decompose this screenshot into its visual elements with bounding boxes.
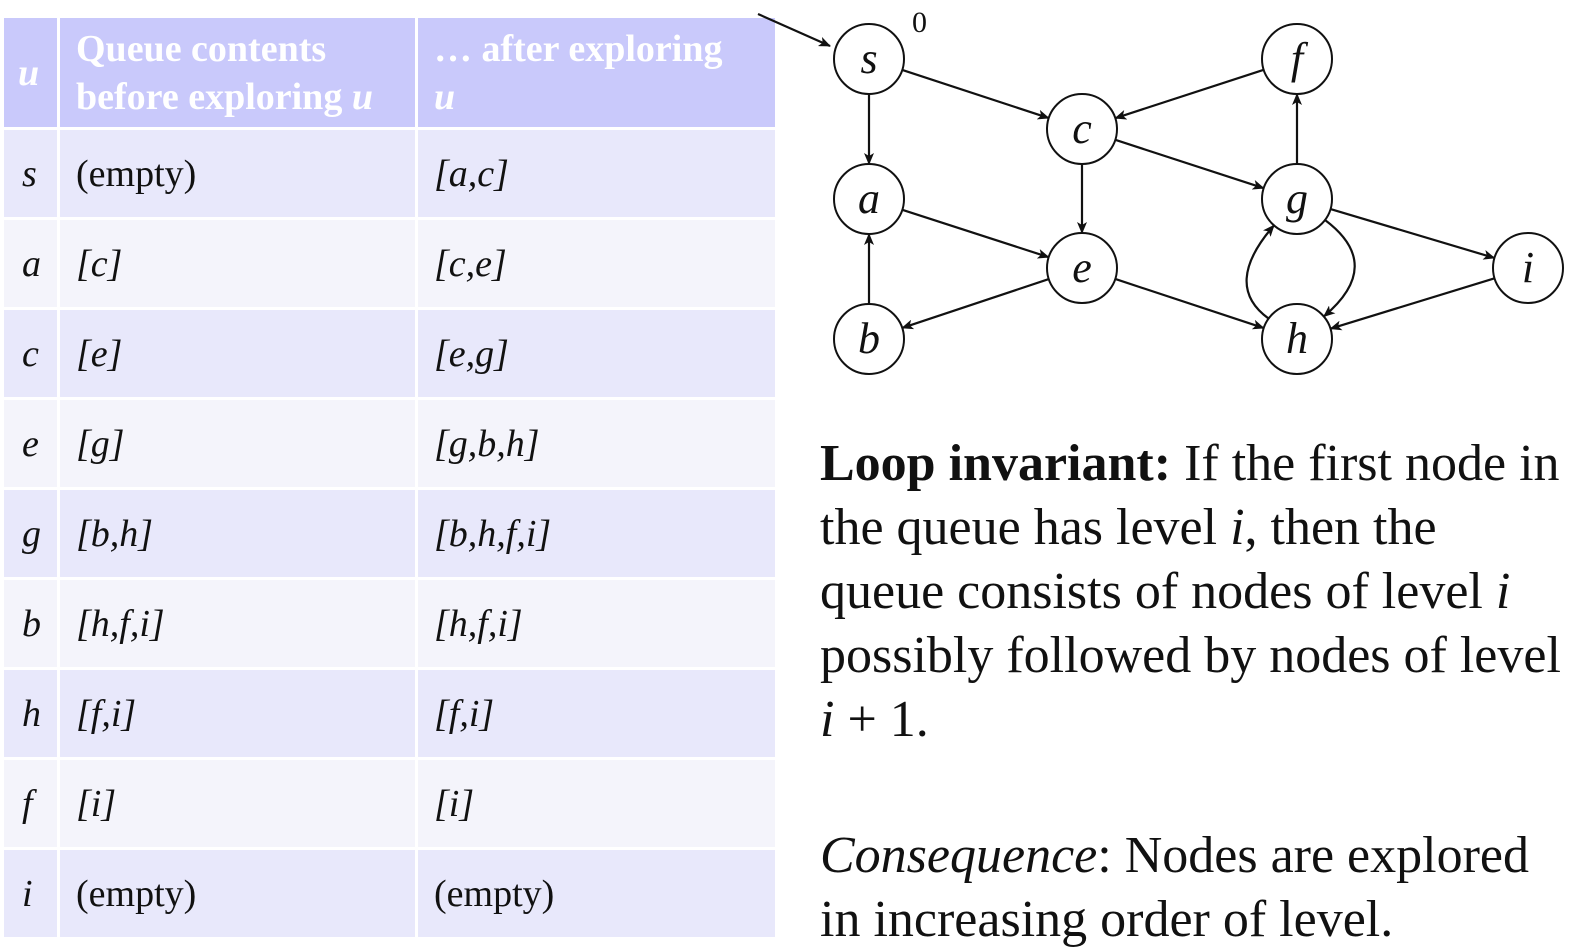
invariant-var-3: i: [820, 691, 835, 748]
table-row: h [f,i] [f,i]: [4, 670, 775, 760]
edge-a-to-e: [901, 208, 1050, 259]
cell-after: [i]: [418, 760, 775, 850]
cell-after: [b,h,f,i]: [418, 490, 775, 580]
cell-u: b: [4, 580, 60, 670]
node-label: e: [1072, 243, 1092, 292]
node-f: f: [1261, 23, 1333, 95]
table-row: s (empty) [a,c]: [4, 130, 775, 220]
header-after-line1: … after exploring: [434, 27, 723, 70]
header-u: u: [4, 18, 60, 130]
cell-after: [e,g]: [418, 310, 775, 400]
node-circle: [833, 303, 905, 375]
cell-before: [i]: [60, 760, 418, 850]
node-label: i: [1522, 243, 1534, 292]
cell-after: [f,i]: [418, 670, 775, 760]
node-label: b: [858, 314, 880, 363]
cell-u: g: [4, 490, 60, 580]
cell-u: e: [4, 400, 60, 490]
edge-c-to-g: [1114, 138, 1265, 190]
cell-before: [b,h]: [60, 490, 418, 580]
node-circle: [1046, 93, 1118, 165]
cell-u: a: [4, 220, 60, 310]
node-circle: [833, 23, 905, 95]
node-i: i: [1492, 232, 1564, 304]
node-s: s: [833, 23, 905, 95]
cell-before: (empty): [60, 130, 418, 220]
node-circle: [1046, 232, 1118, 304]
node-c: c: [1046, 93, 1118, 165]
bfs-graph: 0 s a b c e f g h i: [757, 6, 1564, 375]
header-before-line1: Queue contents: [76, 27, 327, 70]
edge-e-to-h: [1114, 277, 1265, 330]
cell-before: [g]: [60, 400, 418, 490]
cell-after: [c,e]: [418, 220, 775, 310]
node-label: c: [1072, 104, 1092, 153]
invariant-text-1: If the first node in the queue has level: [820, 435, 1560, 556]
cell-before: [h,f,i]: [60, 580, 418, 670]
start-level-label: 0: [912, 6, 927, 39]
invariant-var-1: i: [1230, 499, 1245, 556]
table-row: i (empty) (empty): [4, 850, 775, 940]
cell-after: (empty): [418, 850, 775, 940]
header-before: Queue contents before exploring u: [60, 18, 418, 130]
cell-after: [h,f,i]: [418, 580, 775, 670]
edge-g-to-i: [1330, 207, 1496, 260]
table-header-row: u Queue contents before exploring u … af…: [4, 18, 775, 130]
table-row: e [g] [g,b,h]: [4, 400, 775, 490]
cell-u: h: [4, 670, 60, 760]
loop-invariant-text: Loop invariant: If the first node in the…: [820, 432, 1570, 752]
header-after: … after exploring u: [418, 18, 775, 130]
edge-e-to-b: [901, 278, 1050, 330]
node-circle: [1261, 163, 1333, 235]
node-b: b: [833, 303, 905, 375]
loop-invariant-label: Loop invariant:: [820, 435, 1172, 492]
graph-edges: [864, 68, 1496, 331]
edge-g-to-h: [1323, 219, 1356, 318]
node-circle: [1261, 303, 1333, 375]
cell-before: [e]: [60, 310, 418, 400]
node-h: h: [1261, 303, 1333, 375]
edge-s-to-c: [901, 68, 1050, 120]
invariant-text-2: , then the queue consists of nodes of le…: [820, 499, 1496, 620]
node-label: a: [858, 174, 880, 223]
consequence-label: Consequence: [820, 827, 1098, 884]
header-before-line2: before exploring: [76, 75, 352, 118]
cell-u: s: [4, 130, 60, 220]
graph-nodes: s a b c e f g h i: [833, 23, 1564, 375]
node-label: s: [860, 34, 877, 83]
node-e: e: [1046, 232, 1118, 304]
table-row: g [b,h] [b,h,f,i]: [4, 490, 775, 580]
table-row: a [c] [c,e]: [4, 220, 775, 310]
table-row: c [e] [e,g]: [4, 310, 775, 400]
node-label: h: [1286, 314, 1308, 363]
header-before-var: u: [351, 75, 373, 118]
node-a: a: [833, 163, 905, 235]
node-label: g: [1286, 174, 1308, 223]
cell-after: [g,b,h]: [418, 400, 775, 490]
cell-before: [c]: [60, 220, 418, 310]
edge-h-to-g: [1245, 224, 1275, 320]
edge-f-to-c: [1114, 68, 1265, 120]
cell-u: i: [4, 850, 60, 940]
node-circle: [1492, 232, 1564, 304]
start-arrow: [757, 12, 831, 48]
table-row: f [i] [i]: [4, 760, 775, 850]
cell-before: [f,i]: [60, 670, 418, 760]
invariant-var-2: i: [1495, 563, 1511, 620]
cell-u: f: [4, 760, 60, 850]
bfs-trace-table: u Queue contents before exploring u … af…: [4, 18, 775, 940]
cell-after: [a,c]: [418, 130, 775, 220]
cell-before: (empty): [60, 850, 418, 940]
consequence-body: : Nodes are explored in increasing order…: [820, 827, 1529, 948]
invariant-text-3: possibly followed by nodes of level: [820, 627, 1561, 684]
edge-i-to-h: [1329, 277, 1495, 331]
cell-u: c: [4, 310, 60, 400]
node-g: g: [1261, 163, 1333, 235]
invariant-text-4: + 1.: [834, 691, 929, 748]
node-circle: [833, 163, 905, 235]
consequence-text: Consequence: Nodes are explored in incre…: [820, 824, 1570, 952]
node-circle: [1261, 23, 1333, 95]
header-after-var: u: [434, 75, 456, 118]
table-row: b [h,f,i] [h,f,i]: [4, 580, 775, 670]
